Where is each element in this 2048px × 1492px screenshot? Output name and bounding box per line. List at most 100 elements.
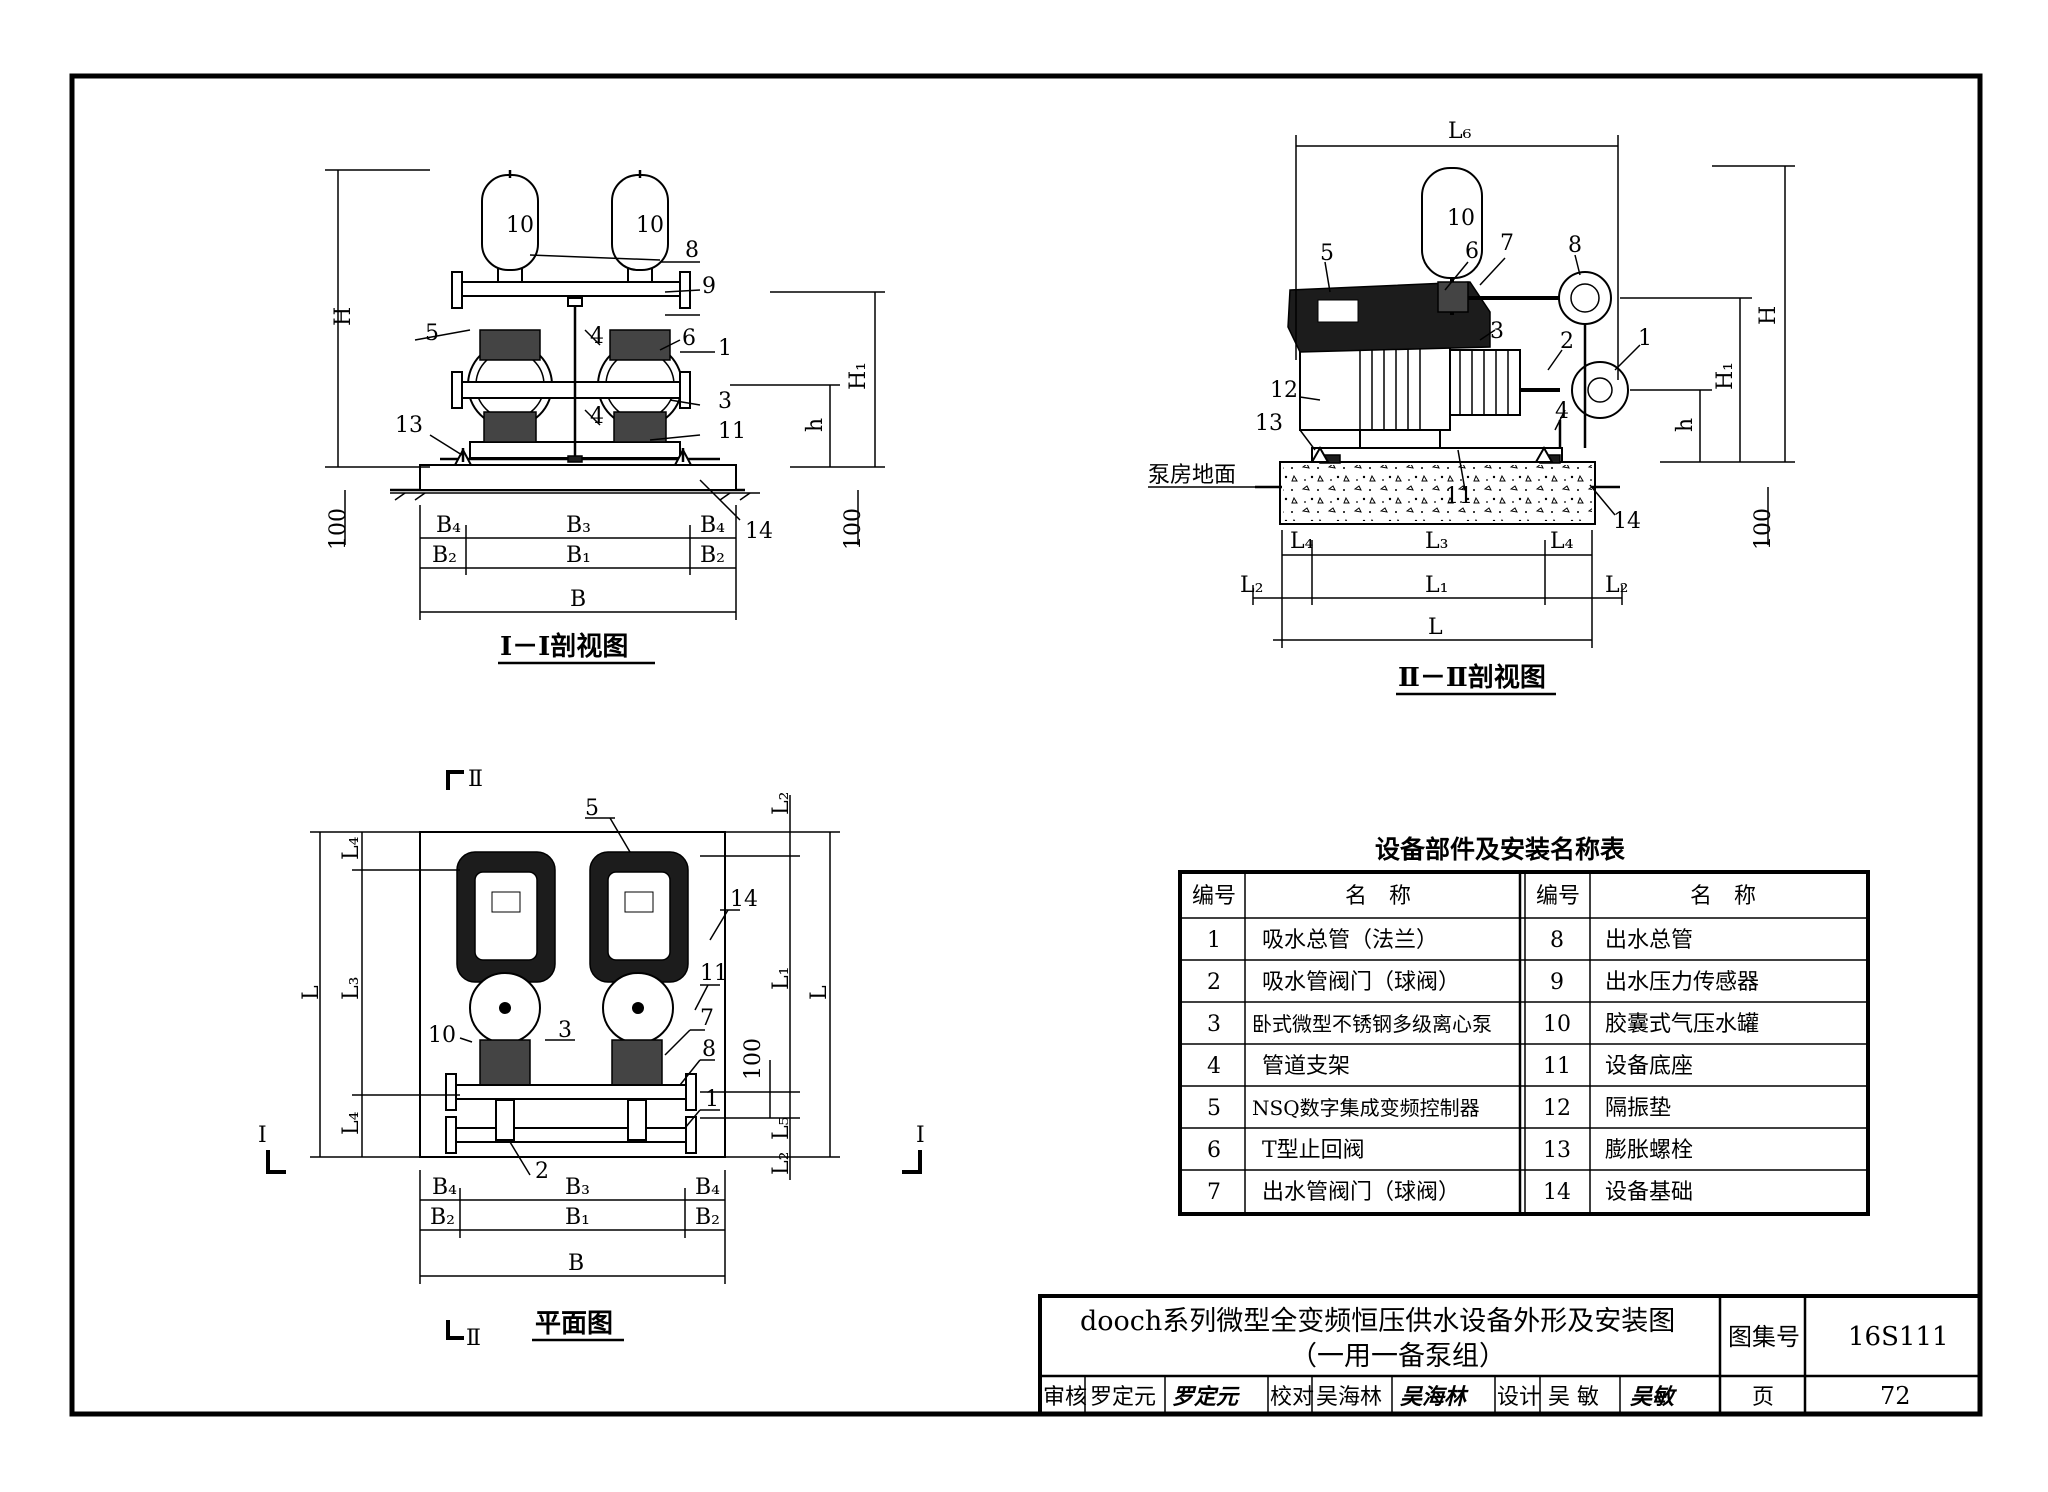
page-number: 72 [1880, 1382, 1911, 1410]
table-cell: 2 [1207, 970, 1221, 995]
table-cell: 9 [1550, 970, 1564, 995]
dim-B2: B₂ [695, 1205, 720, 1230]
discharge-header-8 [1558, 271, 1612, 325]
dim-L4: L₄ [339, 836, 364, 860]
table-cell: 1 [1207, 928, 1221, 953]
table-cell: 吸水总管（法兰） [1262, 928, 1438, 953]
table-cell: 6 [1207, 1138, 1221, 1163]
section-1-title: Ⅰ－Ⅰ剖视图 [500, 631, 628, 662]
floor-label: 泵房地面 [1148, 463, 1236, 488]
dim-L: L [807, 985, 832, 1000]
table-cell: 隔振垫 [1605, 1096, 1671, 1121]
table-row: 6 T型止回阀 13 膨胀螺栓 [1207, 1138, 1693, 1163]
dim-h: h [1673, 418, 1698, 432]
table-cell: 11 [1543, 1054, 1571, 1079]
dim-L2: L₂ [769, 1152, 794, 1175]
table-cell: 卧式微型不锈钢多级离心泵 [1252, 1012, 1492, 1036]
table-header-no: 编号 [1192, 884, 1236, 909]
callout-5: 5 [1320, 241, 1334, 266]
table-row: 5 NSQ数字集成变频控制器 12 隔振垫 [1207, 1096, 1671, 1121]
dim-L1: L₁ [769, 967, 794, 990]
dim-B3: B₃ [565, 1175, 590, 1200]
dim-100: 100 [326, 508, 351, 550]
callout-12: 12 [1270, 378, 1298, 403]
callout-6: 6 [682, 326, 696, 351]
dim-L5: L₅ [769, 1117, 794, 1140]
table-cell: 出水总管 [1605, 928, 1693, 953]
dim-B4: B₄ [436, 513, 461, 538]
callout-14: 14 [1613, 509, 1641, 534]
callout-11: 11 [1445, 484, 1473, 509]
page-label: 页 [1752, 1385, 1774, 1410]
pump-motor [1299, 344, 1451, 431]
drawing-title-line2: （一用一备泵组） [1290, 1341, 1506, 1372]
discharge-header-8 [451, 1084, 691, 1100]
dim-B: B [570, 587, 586, 612]
dim-L4: L₄ [1550, 529, 1574, 554]
dim-L: L [1428, 615, 1443, 640]
foundation-14 [1283, 465, 1592, 521]
callout-1: 1 [1638, 326, 1652, 351]
dim-B4: B₄ [432, 1175, 457, 1200]
callout-13: 13 [395, 413, 423, 438]
callout-1: 1 [718, 336, 732, 361]
callout-10: 10 [636, 213, 664, 238]
table-cell: NSQ数字集成变频控制器 [1252, 1096, 1480, 1120]
dim-B2: B₂ [430, 1205, 455, 1230]
dim-H: H [331, 307, 356, 326]
parts-table: 设备部件及安装名称表 编号 名 称 编号 名 称 1 吸水总管（法兰） 8 出水… [1178, 835, 1870, 1216]
pump-assembly-left [467, 170, 553, 443]
callout-14: 14 [745, 519, 773, 544]
table-row: 2 吸水管阀门（球阀） 9 出水压力传感器 [1207, 970, 1759, 995]
cut-mark-1-left: Ⅰ [258, 1123, 267, 1148]
callout-2: 2 [1560, 329, 1574, 354]
dim-h: h [803, 418, 828, 432]
callout-7: 7 [1500, 231, 1514, 256]
table-row: 3 卧式微型不锈钢多级离心泵 10 胶囊式气压水罐 [1207, 1012, 1759, 1037]
dim-H1: H₁ [846, 362, 871, 390]
base-frame-11 [1311, 447, 1563, 463]
dim-100: 100 [1751, 508, 1776, 550]
table-cell: 14 [1543, 1180, 1571, 1205]
table-cell: 设备底座 [1605, 1054, 1693, 1079]
table-header-no: 编号 [1536, 884, 1580, 909]
table-row: 1 吸水总管（法兰） 8 出水总管 [1207, 928, 1693, 953]
table-cell: 10 [1543, 1012, 1571, 1037]
dim-B3: B₃ [566, 513, 591, 538]
parts-table-title: 设备部件及安装名称表 [1375, 835, 1626, 864]
table-cell: 膨胀螺栓 [1605, 1138, 1693, 1163]
dim-L4: L₄ [1290, 529, 1314, 554]
callout-10: 10 [428, 1023, 456, 1048]
table-row: 7 出水管阀门（球阀） 14 设备基础 [1207, 1180, 1693, 1205]
dim-H1: H₁ [1713, 362, 1738, 390]
drawing-frame [69, 73, 1983, 1417]
table-cell: 5 [1207, 1096, 1221, 1121]
callout-5: 5 [585, 796, 599, 821]
table-cell: 8 [1550, 928, 1564, 953]
checker-name: 吴海林 [1316, 1385, 1382, 1410]
pump-assembly-right [597, 170, 683, 443]
dim-B4: B₄ [700, 513, 725, 538]
dim-L2: L₂ [769, 792, 794, 815]
callout-4: 4 [590, 324, 604, 349]
foundation-14 [419, 464, 737, 491]
callout-13: 13 [1255, 411, 1283, 436]
dim-L3: L₃ [1425, 529, 1448, 554]
designer-signature: 吴敏 [1630, 1384, 1678, 1410]
plan-title: 平面图 [535, 1309, 613, 1339]
dim-100: 100 [841, 508, 866, 550]
dim-100: 100 [741, 1038, 766, 1080]
dim-B1: B₁ [565, 1205, 590, 1230]
dim-B: B [568, 1251, 584, 1276]
cut-mark-2-top: Ⅱ [468, 767, 483, 792]
callout-7: 7 [700, 1006, 714, 1031]
section-2-view: 5 10 6 7 8 3 2 1 12 13 11 4 14 泵房地面 L₆ [1148, 119, 1795, 696]
dim-B2: B₂ [432, 543, 457, 568]
table-cell: 3 [1207, 1012, 1221, 1037]
callout-2: 2 [535, 1159, 549, 1184]
table-cell: 胶囊式气压水罐 [1605, 1012, 1759, 1037]
callout-9: 9 [702, 274, 716, 299]
dim-L1: L₁ [1425, 573, 1448, 598]
